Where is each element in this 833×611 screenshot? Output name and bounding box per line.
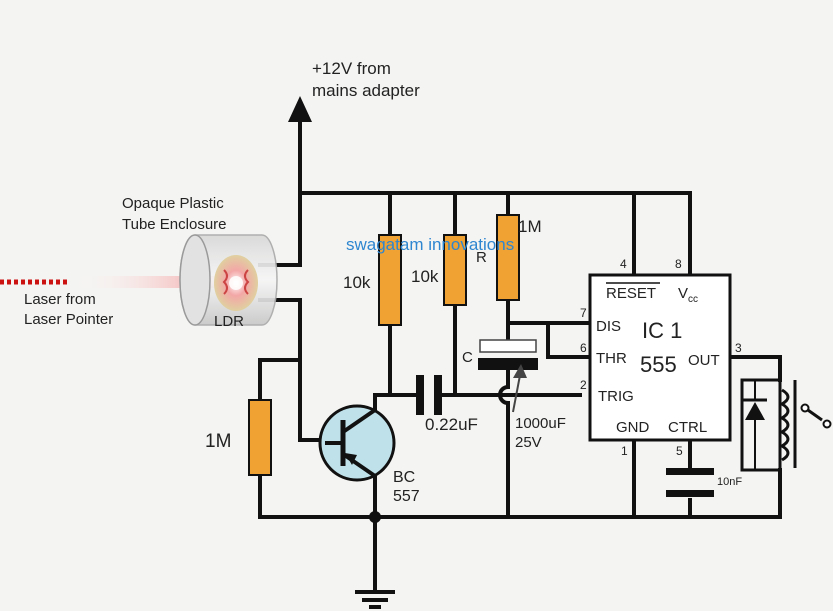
pin-number-trig: 2 [580, 378, 587, 392]
junctions [369, 511, 381, 523]
supply-label-1: +12V from [312, 59, 391, 78]
ic-pin-vcc: Vcc [678, 285, 698, 305]
supply-arrow [288, 96, 312, 122]
capacitor-ctrl [666, 468, 714, 497]
ic-pin-out: OUT [688, 352, 720, 369]
capacitor-value-1: 1000uF [515, 415, 566, 432]
capacitor-value-2: 25V [515, 434, 542, 451]
ldr-label: LDR [214, 313, 244, 330]
ground-symbol [355, 590, 395, 609]
relay [740, 378, 832, 472]
pin-number-gnd: 1 [621, 444, 628, 458]
ic-pin-trig: TRIG [598, 388, 634, 405]
resistors [248, 214, 520, 476]
resistor-label-10k-2: 10k [411, 267, 439, 286]
resistor-10k-2 [443, 234, 467, 306]
pin-number-out: 3 [735, 341, 742, 355]
pointer-arrow [512, 364, 527, 413]
resistor-1m-bias [248, 399, 272, 476]
pin-number-thr: 6 [580, 341, 587, 355]
supply-label-2: mains adapter [312, 81, 420, 100]
transistor-label-1: BC [393, 469, 415, 486]
capacitor-coupling [416, 375, 442, 415]
ic-title: IC 1 [642, 318, 682, 343]
ic-555-body [588, 273, 732, 442]
ic-pin-ctrl: CTRL [668, 419, 707, 436]
transistor-bc557 [318, 404, 396, 482]
capacitor-label-c: C [462, 349, 473, 366]
watermark: swagatam innovations [346, 235, 514, 254]
resistor-10k-1 [378, 234, 402, 326]
laser-label-2: Laser Pointer [24, 311, 113, 328]
enclosure-label-1: Opaque Plastic [122, 195, 224, 212]
capacitor-label-ctrl: 10nF [717, 476, 742, 488]
enclosure-label-2: Tube Enclosure [122, 216, 227, 233]
ic-pin-gnd: GND [616, 419, 650, 436]
wires [258, 96, 782, 592]
ic-pin-reset: RESET [606, 285, 656, 302]
resistor-label-r: R [476, 249, 487, 266]
resistor-1m-timing [496, 214, 520, 301]
resistor-label-10k-1: 10k [343, 273, 371, 292]
ic-pin-dis: DIS [596, 318, 621, 335]
pin-number-reset: 4 [620, 257, 627, 271]
capacitor-label-coupling: 0.22uF [425, 415, 478, 434]
top-rail [298, 191, 692, 277]
laser-label-1: Laser from [24, 291, 96, 308]
ic-pin-thr: THR [596, 350, 627, 367]
ic-part: 555 [640, 352, 677, 377]
ldr-enclosure [179, 234, 278, 326]
resistor-label-1m-timing: 1M [518, 217, 542, 236]
pin-number-ctrl: 5 [676, 444, 683, 458]
transistor-label-2: 557 [393, 488, 420, 505]
capacitor-main [478, 339, 538, 370]
pin-number-vcc: 8 [675, 257, 682, 271]
ldr-lower-wire [258, 298, 327, 442]
pin-number-dis: 7 [580, 306, 587, 320]
resistor-label-1m-bias: 1M [205, 431, 231, 452]
